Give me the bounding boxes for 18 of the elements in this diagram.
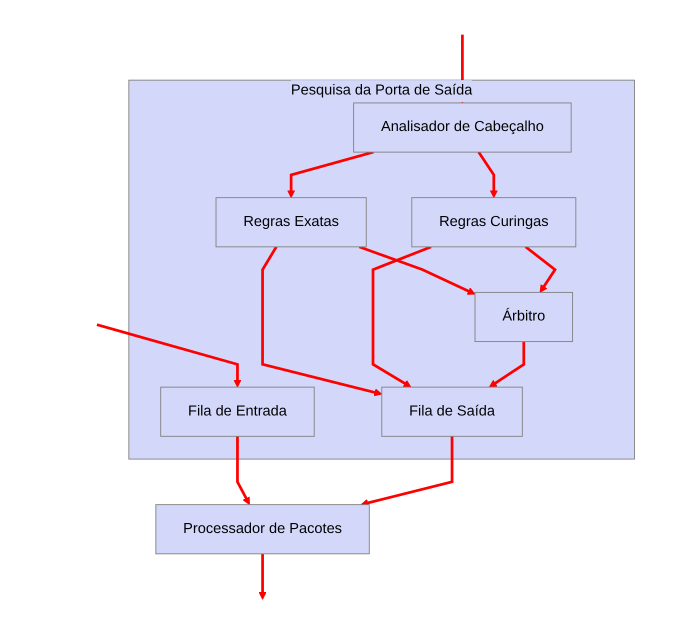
arrow [96,323,242,388]
node-box [156,504,370,554]
arrow [489,342,526,388]
node-box [160,386,315,437]
arrow [287,150,374,198]
node-box [216,197,367,248]
arrow [236,436,250,505]
arrow [359,246,476,295]
node-box [474,292,574,342]
node-box [353,102,572,153]
arrow [524,246,557,293]
arrow [360,436,454,507]
arrow [261,246,382,396]
arrow [258,554,267,600]
node-box [411,197,576,248]
node-box [381,386,523,437]
arrow [372,246,432,388]
arrow [478,151,498,198]
